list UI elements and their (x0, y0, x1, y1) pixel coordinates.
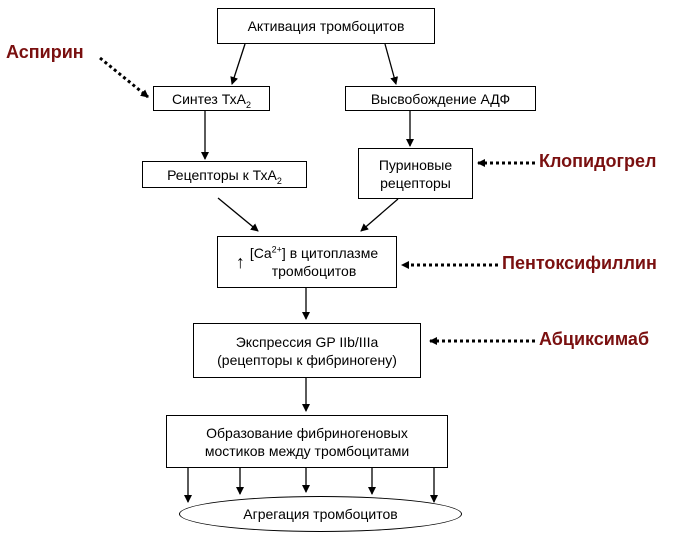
node-fibrinogen-bridges-text: Образование фибриногеновых мостиков межд… (205, 424, 409, 460)
node-txa2-receptors-label: Рецепторы к ТхА2 (167, 166, 282, 186)
drug-clopidogrel: Клопидогрел (539, 151, 657, 171)
node-fibrinogen-bridges-line2: мостиков между тромбоцитами (204, 442, 410, 459)
node-gp-expression: Экспрессия GP IIb/IIIa (рецепторы к фибр… (193, 323, 421, 378)
node-txa2-synthesis-label: Синтез ТхА2 (172, 90, 251, 110)
inhibit-aspirin (99, 56, 149, 99)
arrow-txa2-receptors-to-calcium (217, 197, 259, 232)
node-fibrinogen-bridges: Образование фибриногеновых мостиков межд… (166, 415, 448, 468)
arrow-activation-to-txa2-synthesis (230, 43, 246, 85)
node-platelet-aggregation: Агрегация тромбоцитов (179, 496, 462, 532)
node-purine-receptors: Пуриновые рецепторы (358, 148, 473, 199)
arrow-purine-receptors-to-calcium (360, 198, 399, 232)
node-txa2-synthesis: Синтез ТхА2 (153, 86, 270, 111)
node-platelet-aggregation-label: Агрегация тромбоцитов (243, 506, 398, 522)
node-fibrinogen-bridges-line1: Образование фибриногеновых (206, 424, 408, 441)
node-gp-expression-line2: (рецепторы к фибриногену) (217, 351, 397, 368)
drug-aspirin: Аспирин (6, 42, 84, 62)
node-calcium-line2: тромбоцитов (271, 263, 357, 279)
drug-pentoxifylline: Пентоксифиллин (502, 253, 657, 273)
drug-abciximab: Абциксимаб (539, 329, 650, 349)
up-arrow-icon: ↑ (235, 252, 245, 272)
node-txa2-receptors: Рецепторы к ТхА2 (142, 161, 307, 188)
node-adp-release-label: Высвобождение АДФ (370, 90, 511, 107)
node-purine-receptors-line2: рецепторы (380, 174, 451, 191)
node-purine-receptors-line1: Пуриновые (378, 156, 453, 173)
node-purine-receptors-text: Пуриновые рецепторы (379, 156, 452, 192)
node-adp-release: Высвобождение АДФ (345, 86, 536, 111)
node-gp-expression-text: Экспрессия GP IIb/IIIa (рецепторы к фибр… (217, 333, 397, 369)
node-platelet-activation: Активация тромбоцитов (217, 8, 435, 44)
arrow-activation-to-adp-release (384, 43, 399, 85)
node-calcium: ↑ [Ca2+] в цитоплазме тромбоцитов (217, 236, 397, 288)
node-calcium-text: [Ca2+] в цитоплазме тромбоцитов (250, 244, 378, 280)
node-platelet-activation-label: Активация тромбоцитов (247, 18, 405, 34)
node-gp-expression-line1: Экспрессия GP IIb/IIIa (235, 333, 379, 350)
node-calcium-line1: [Ca2+] в цитоплазме (249, 244, 379, 261)
